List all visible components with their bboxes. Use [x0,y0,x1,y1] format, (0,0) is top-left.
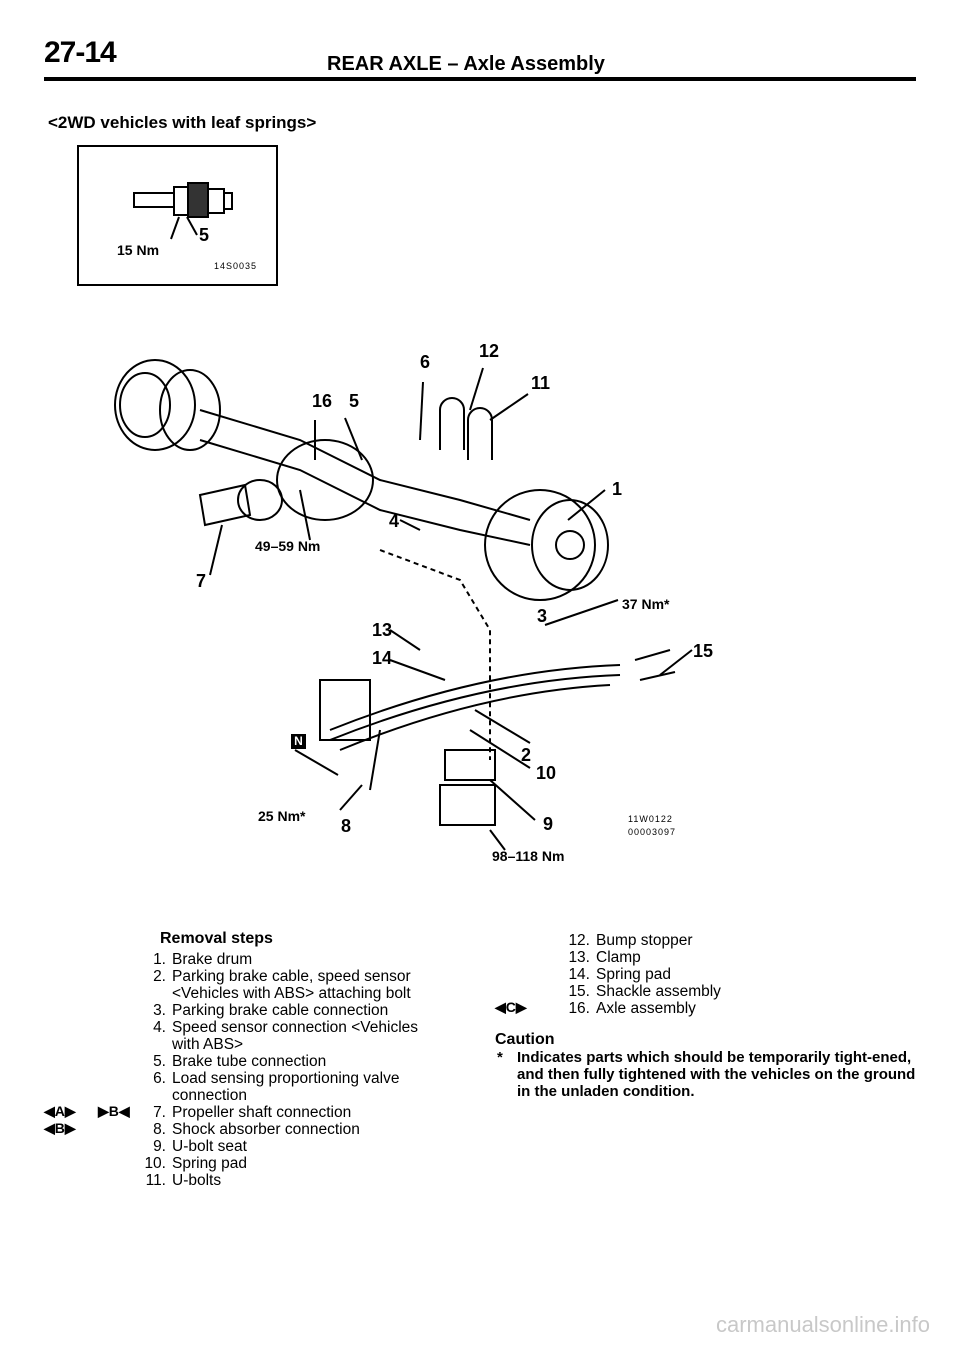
torque-shackle: 37 Nm* [622,596,670,612]
callout-5: 5 [349,391,360,411]
callout-9: 9 [543,814,554,834]
figure-code-1: 11W0122 [628,814,673,824]
callout-8: 8 [341,816,352,836]
callout-16: 16 [312,391,333,411]
axle-exploded-diagram [114,359,693,851]
sensor-valve-illustration [133,182,233,240]
header-rule [44,77,916,81]
mark-b-step-8: ◀B▶ [44,1120,76,1136]
inset-torque: 15 Nm [117,242,160,258]
watermark: carmanualsonline.info [715,1312,930,1337]
mark-c-step-16: ◀C▶ [495,999,527,1015]
callout-14: 14 [372,648,393,668]
inset-part-number: 5 [199,225,210,245]
callout-10: 10 [536,763,557,783]
page-number: 27-14 [44,36,117,69]
torque-shock: 25 Nm* [258,808,306,824]
callout-3: 3 [537,606,548,626]
caution-star: * [497,1049,503,1066]
callout-11: 11 [531,373,551,393]
callout-2: 2 [521,745,532,765]
section-title: REAR AXLE – Axle Assembly [327,53,605,75]
torque-ubolt: 98–118 Nm [492,848,565,864]
callout-15: 15 [693,641,714,661]
callout-7: 7 [196,571,207,591]
callout-12: 12 [479,341,500,361]
figure-code-2: 00003097 [628,827,677,837]
mark-a-step-7: ◀A▶ [44,1103,76,1119]
torque-propeller: 49–59 Nm [255,538,321,554]
caution-title: Caution [495,1031,555,1048]
mark-b-step-7: ▶B◀ [98,1103,130,1119]
callout-13: 13 [372,620,393,640]
variant-label: <2WD vehicles with leaf springs> [48,113,317,132]
n-marker: N [291,734,306,749]
callout-1: 1 [612,479,623,499]
callout-6: 6 [420,352,431,372]
inset-box: 5 15 Nm 14S0035 [77,145,278,286]
inset-code: 14S0035 [214,261,258,271]
callout-4: 4 [389,511,400,531]
removal-steps-title: Removal steps [160,930,273,947]
caution-body: Indicates parts which should be temporar… [517,1049,916,1100]
